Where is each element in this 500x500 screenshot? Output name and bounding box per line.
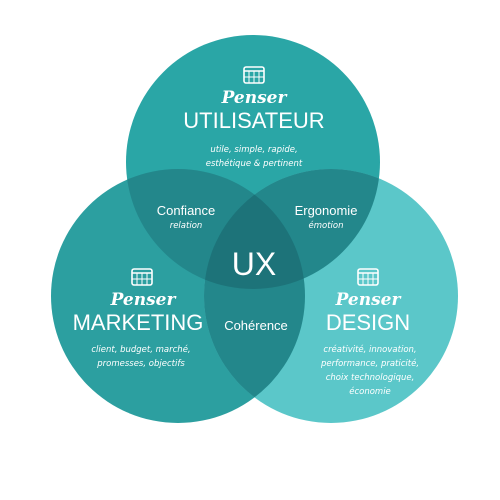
- browser-grid-icon: [131, 268, 153, 286]
- utilisateur-title: UTILISATEUR: [183, 108, 324, 133]
- browser-grid-icon: [357, 268, 379, 286]
- marketing-desc-line-1: client, budget, marché,: [91, 344, 190, 355]
- confiance-label: Confiance: [157, 203, 216, 218]
- design-desc-line-2: performance, praticité,: [320, 358, 419, 369]
- ergonomie-sub: émotion: [309, 220, 344, 231]
- utilisateur-script: Penser: [221, 88, 288, 108]
- overlap-center-ux: [204, 169, 305, 289]
- marketing-script: Penser: [110, 290, 177, 310]
- center-ux-label: UX: [232, 246, 276, 282]
- marketing-title: MARKETING: [73, 310, 204, 335]
- marketing-desc-line-2: promesses, objectifs: [96, 359, 185, 369]
- design-desc-line-1: créativité, innovation,: [323, 344, 416, 355]
- utilisateur-desc-line-2: esthétique & pertinent: [206, 158, 303, 169]
- utilisateur-desc-line-1: utile, simple, rapide,: [210, 145, 297, 155]
- design-desc-line-3: choix technologique,: [326, 373, 415, 383]
- design-script: Penser: [335, 290, 402, 310]
- coherence-label: Cohérence: [224, 318, 288, 333]
- design-desc-line-4: économie: [349, 386, 391, 397]
- confiance-sub: relation: [170, 221, 203, 231]
- design-title: DESIGN: [326, 310, 410, 335]
- ergonomie-label: Ergonomie: [295, 203, 358, 218]
- browser-grid-icon: [243, 66, 265, 84]
